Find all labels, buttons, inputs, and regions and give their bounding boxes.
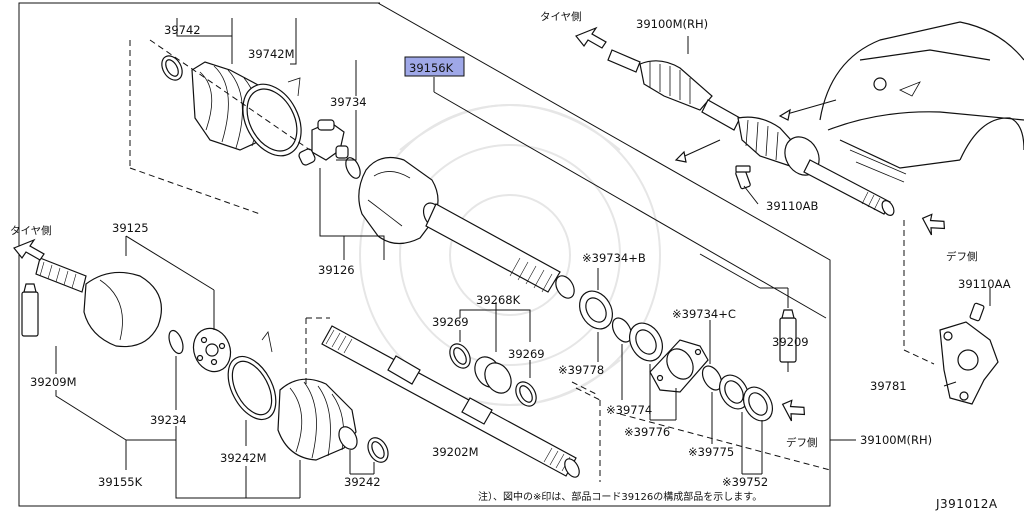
- seal-39752a: [718, 374, 750, 410]
- label-39742M-top: 39742M: [248, 47, 295, 61]
- label-39778: ※39778: [558, 363, 604, 377]
- label-39269-a: 39269: [432, 315, 469, 329]
- highlight-39156K[interactable]: 39156K: [404, 56, 465, 77]
- label-39242: 39242: [344, 475, 381, 489]
- label-39734: 39734: [330, 95, 367, 109]
- boot-band-39742: [161, 55, 183, 81]
- label-39734B: ※39734+B: [582, 251, 646, 265]
- knuckle-39781: [939, 302, 999, 405]
- grease-tube-39209: [779, 309, 797, 363]
- label-diff-side-right: デフ側: [946, 250, 978, 263]
- label-tire-side-left: タイヤ側: [10, 224, 52, 237]
- seal-39778: [579, 290, 613, 330]
- label-39125: 39125: [112, 221, 149, 235]
- label-39268K: 39268K: [476, 293, 521, 307]
- label-39774: ※39774: [606, 403, 652, 417]
- shaft-39202M: [321, 325, 580, 478]
- boot-39242M: [277, 378, 358, 461]
- label-39781: 39781: [870, 379, 907, 393]
- retainer-39734C: [649, 339, 709, 393]
- label-diff-side-mid: デフ側: [786, 436, 818, 449]
- shaft-frame: [305, 317, 601, 482]
- label-39775: ※39775: [688, 445, 734, 459]
- leader-lines-right-kit: [571, 253, 856, 475]
- label-39202M: 39202M: [432, 445, 479, 459]
- label-39234: 39234: [150, 413, 187, 427]
- boot-band-39242: [367, 437, 389, 463]
- label-tire-side-top: タイヤ側: [540, 10, 582, 23]
- stub-shaft-39125: [35, 257, 162, 348]
- spider-39734: [298, 119, 361, 179]
- label-39110AB: 39110AB: [766, 199, 818, 213]
- boot-band-39742M: [242, 77, 302, 157]
- label-39126: 39126: [318, 263, 355, 277]
- label-39742: 39742: [164, 23, 201, 37]
- label-39269-b: 39269: [508, 347, 545, 361]
- outer-housing-39126: [358, 157, 575, 299]
- circlip-39775: [701, 365, 723, 391]
- bearing-39776: [629, 322, 663, 362]
- figure-reference: J391012A: [935, 497, 998, 511]
- bolt-39110AB: [735, 165, 751, 190]
- circlip-39774: [611, 317, 633, 343]
- leader-lines-upper: [129, 18, 827, 319]
- label-39752: ※39752: [722, 475, 768, 489]
- assembly-frame: [18, 2, 831, 507]
- label-39242M: 39242M: [220, 451, 267, 465]
- label-39100M-rh-top: 39100M(RH): [636, 17, 708, 31]
- leader-lines-lower-left: [55, 235, 375, 499]
- label-39209M: 39209M: [30, 375, 77, 389]
- label-39209: 39209: [772, 335, 809, 349]
- label-39734C: ※39734+C: [672, 307, 736, 321]
- circlip-39234: [168, 329, 184, 355]
- vehicle-front: [819, 21, 1024, 183]
- leader-lines-top-right: [687, 36, 991, 365]
- arrows-top-right: [13, 26, 946, 422]
- footnote: 注）、図中の※印は、部品コード39126の構成部品を示します。: [478, 490, 762, 503]
- damper-kit-39268K: [449, 302, 537, 407]
- label-39100M-rh-bottom: 39100M(RH): [860, 433, 932, 447]
- inner-race-39125: [192, 327, 232, 373]
- grease-tube-39209M: [21, 283, 39, 337]
- label-39155K: 39155K: [98, 475, 143, 489]
- boot-band-39242M: [227, 331, 277, 421]
- installed-shaft-39100M: [607, 49, 895, 216]
- label-39776: ※39776: [624, 425, 670, 439]
- label-39110AA: 39110AA: [958, 277, 1011, 291]
- seal-39752b: [742, 386, 774, 422]
- label-39156K: 39156K: [409, 61, 454, 75]
